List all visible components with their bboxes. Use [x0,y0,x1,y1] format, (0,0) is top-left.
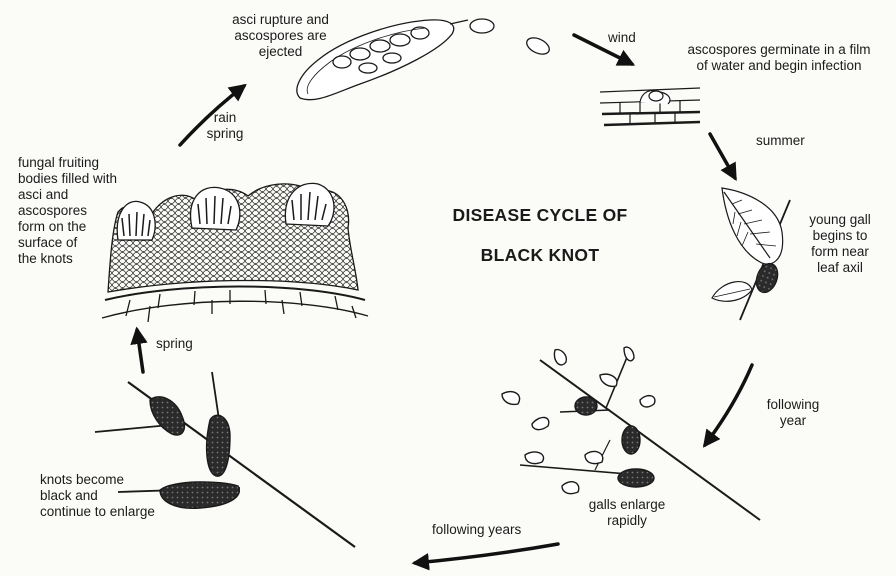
arrow-wind [572,33,636,66]
cycle-arrows [130,33,754,571]
knot-cross-section-illustration [101,182,369,323]
label-young-gall: young gall begins to form near leaf axil [809,212,871,275]
arrow-rain-spring [178,83,247,147]
arrow-spring [130,326,148,374]
label-fruiting-bodies: fungal fruiting bodies filled with asci … [18,155,118,266]
label-summer: summer [756,133,805,148]
arrow-following-years [411,542,560,571]
ascus-illustration [296,18,550,101]
label-following-years: following years [432,522,522,537]
enlarging-galls-illustration [501,346,761,521]
black-knots-illustration [94,371,356,548]
arrow-summer [708,132,737,182]
arrow-following-year [702,363,754,448]
diagram-title-line1: DISEASE CYCLE OF [452,205,628,225]
label-rain-spring: rain spring [206,110,244,141]
label-following-year: following year [766,397,820,428]
label-asci-rupture: asci rupture and ascospores are ejected [232,12,329,59]
label-spring: spring [156,336,193,351]
label-germinate: ascospores germinate in a film of water … [687,42,871,73]
label-knots-black: knots become black and continue to enlar… [40,472,155,519]
young-gall-illustration [711,187,791,321]
label-galls-enlarge: galls enlarge rapidly [588,497,666,528]
infection-tissue-illustration [599,87,701,127]
label-wind: wind [608,30,636,45]
diagram-title-line2: BLACK KNOT [480,245,600,265]
